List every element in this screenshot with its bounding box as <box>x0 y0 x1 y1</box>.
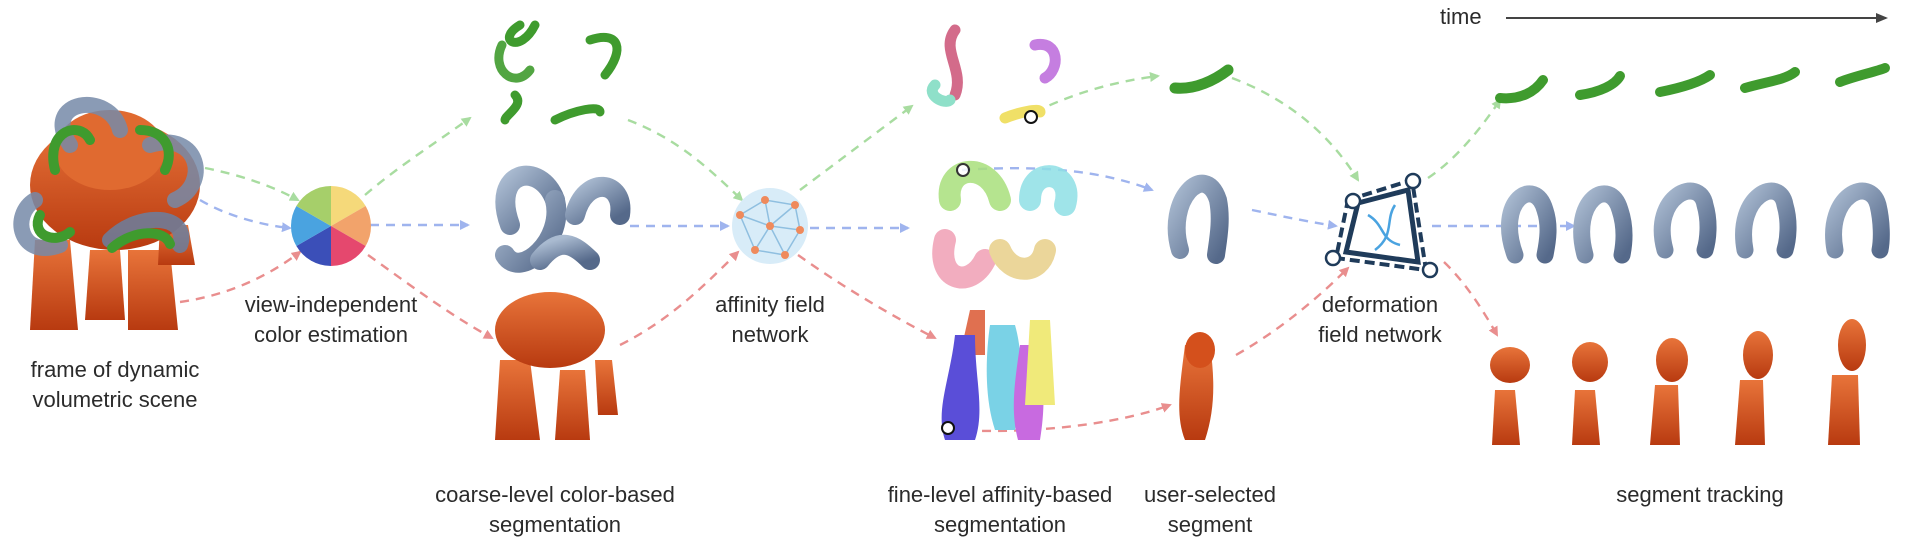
user-green-segment <box>1169 64 1234 94</box>
arrow-network-to-red <box>797 254 937 340</box>
arrow-orange-to-network <box>619 250 740 347</box>
arrow-input-to-colorwheel-green <box>204 166 300 202</box>
deformation-network-label-line2: field network <box>1318 322 1442 347</box>
deformation-network-label: deformation field network <box>1300 290 1460 350</box>
coarse-blue-segment <box>495 165 631 273</box>
input-label-line2: volumetric scene <box>32 387 198 412</box>
color-estimation-label-line2: color estimation <box>253 322 409 347</box>
user-orange-segment <box>1179 332 1215 440</box>
input-label: frame of dynamic volumetric scene <box>10 355 220 415</box>
arrow-input-to-colorwheel-blue <box>199 198 292 233</box>
arrow-fine-to-user-blue <box>961 167 1154 192</box>
coarse-segmentation-label-line1: coarse-level color-based <box>435 482 675 507</box>
flow-arrows <box>179 72 1576 433</box>
color-estimation-label-line1: view-independent <box>244 292 418 317</box>
coarse-segmentation-label: coarse-level color-based segmentation <box>420 480 690 540</box>
tracking-orange-row <box>1490 319 1866 445</box>
color-wheel-icon <box>291 186 371 266</box>
coarse-segmentation-label-line2: segmentation <box>488 512 622 537</box>
tracking-green-row <box>1495 63 1890 104</box>
tracking-label: segment tracking <box>1580 480 1820 510</box>
fine-bottom-segments <box>941 310 1055 440</box>
arrow-user-to-deform-green <box>1231 76 1360 182</box>
arrow-input-to-colorwheel-red <box>179 250 302 304</box>
affinity-network-label: affinity field network <box>690 290 850 350</box>
affinity-network-icon <box>732 188 808 264</box>
fine-segmentation-label-line1: fine-level affinity-based <box>887 482 1113 507</box>
user-blue-segment <box>1167 174 1229 264</box>
color-estimation-label: view-independent color estimation <box>236 290 426 350</box>
arrow-fine-to-user-green <box>1034 72 1160 114</box>
arrow-deform-to-track-red <box>1443 261 1499 337</box>
tracking-blue-row <box>1501 182 1890 264</box>
deformation-field-icon <box>1324 172 1439 279</box>
input-scene-image <box>13 97 204 330</box>
arrow-deform-to-track-green <box>1427 98 1502 179</box>
arrow-network-to-green <box>799 104 914 191</box>
user-segment-label: user-selected segment <box>1130 480 1290 540</box>
arrow-user-to-deform-red <box>1235 266 1350 357</box>
affinity-network-label-line1: affinity field <box>715 292 825 317</box>
input-label-line1: frame of dynamic <box>30 357 200 382</box>
arrow-green-to-network <box>627 118 744 202</box>
user-segment-label-line2: segment <box>1167 512 1253 537</box>
time-label: time <box>1440 4 1482 29</box>
arrow-colorwheel-to-orange <box>367 254 494 340</box>
affinity-network-label-line2: network <box>731 322 809 347</box>
arrow-fine-to-user-red <box>949 403 1172 433</box>
fine-segmentation-label: fine-level affinity-based segmentation <box>865 480 1135 540</box>
deformation-network-label-line1: deformation <box>1321 292 1439 317</box>
arrow-user-to-deform-blue <box>1251 208 1338 230</box>
fine-middle-segments <box>932 160 1078 289</box>
fine-segmentation-label-line2: segmentation <box>933 512 1067 537</box>
coarse-green-segment <box>494 20 622 125</box>
fine-top-segments <box>926 24 1061 124</box>
tracking-label-line1: segment tracking <box>1616 482 1784 507</box>
user-segment-label-line1: user-selected <box>1143 482 1277 507</box>
coarse-orange-segment <box>495 292 618 440</box>
arrow-colorwheel-to-green <box>364 116 472 196</box>
